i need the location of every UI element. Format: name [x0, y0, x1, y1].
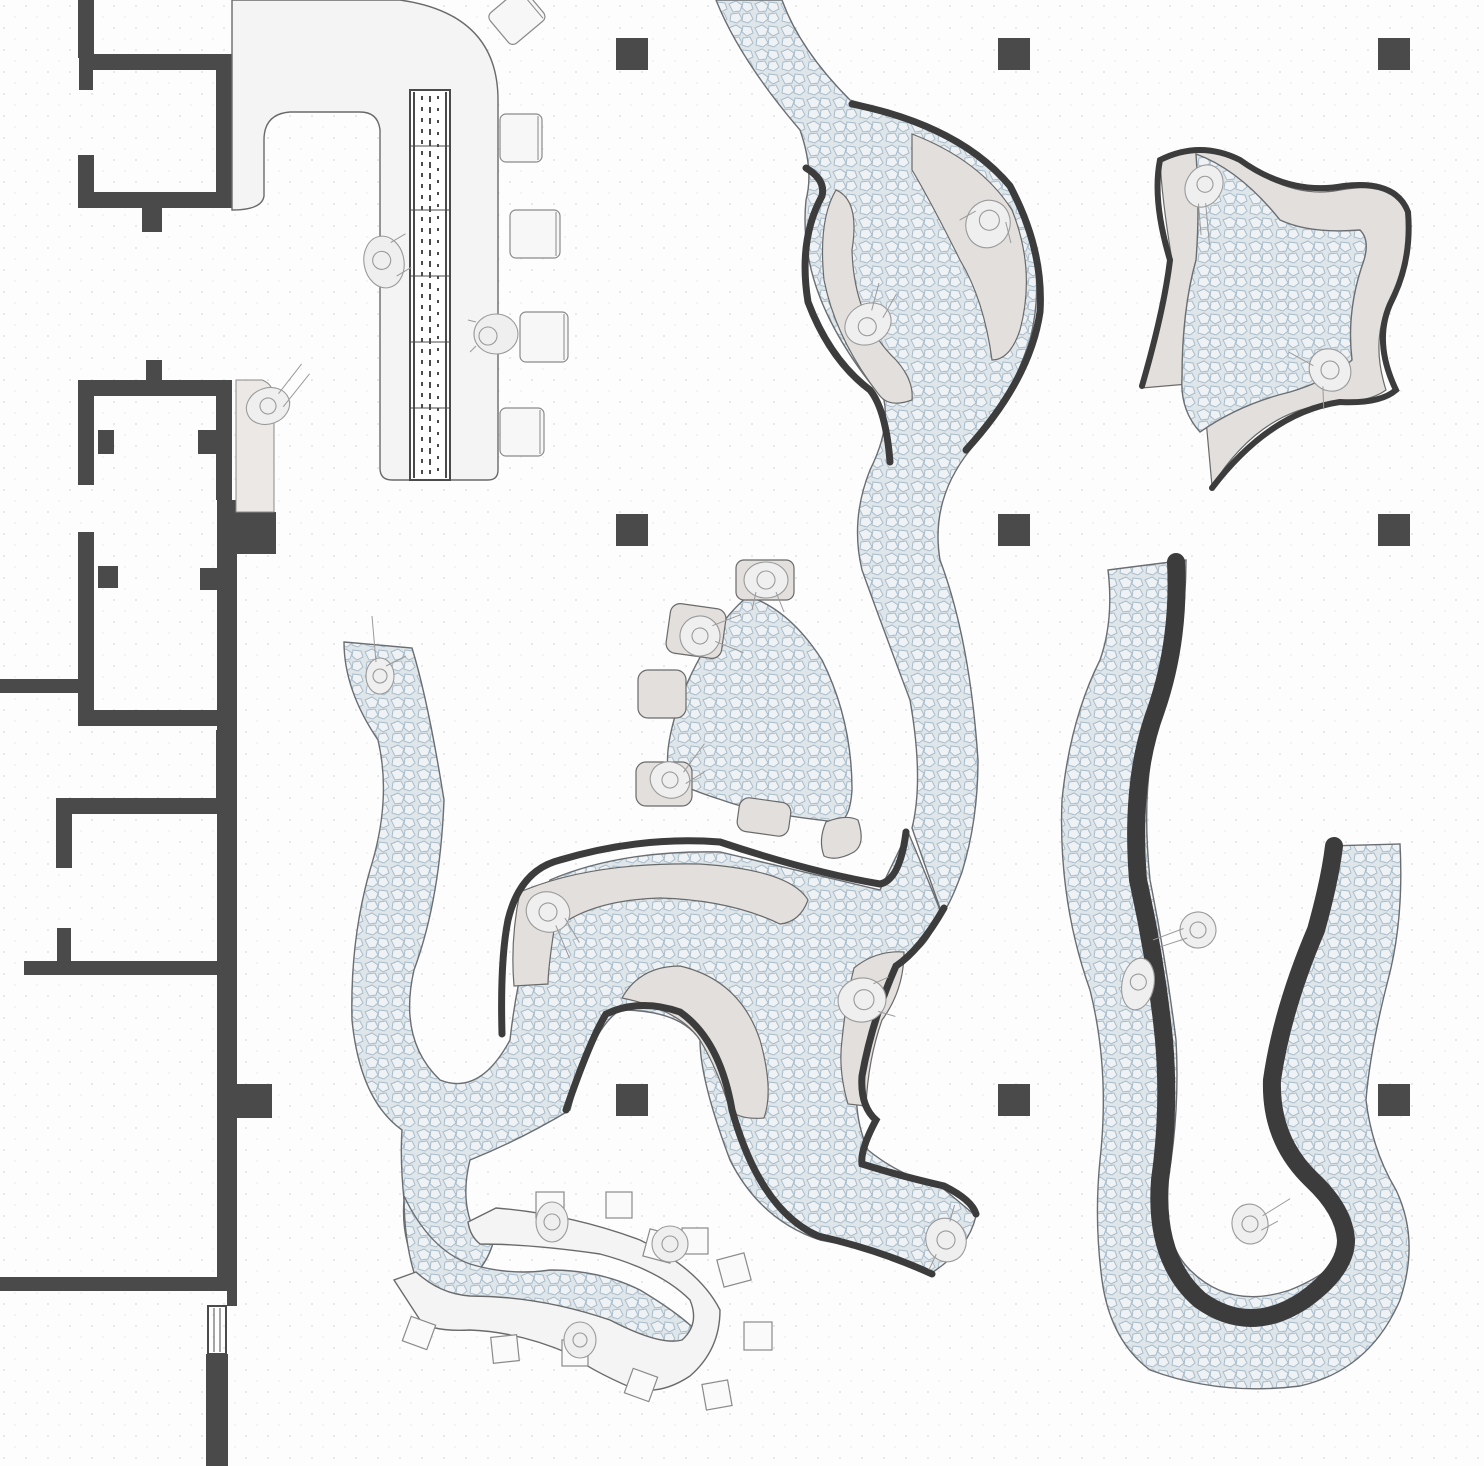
- seat-pad: [637, 669, 687, 719]
- stool-icon: [401, 1315, 437, 1351]
- seat-pad: [736, 797, 792, 837]
- shelf-bottles: [410, 92, 450, 478]
- stool-icon: [605, 1191, 633, 1219]
- stool-icon: [701, 1379, 733, 1411]
- stool-icon: [743, 1321, 773, 1351]
- column-icon: [616, 514, 648, 546]
- person-icon: [535, 1201, 569, 1243]
- seat-pad: [512, 863, 809, 987]
- person-icon: [679, 614, 744, 657]
- winding-path-north: [715, 0, 1044, 916]
- people: [245, 164, 1352, 1359]
- stool-icon: [499, 407, 545, 457]
- stool-icon: [488, 0, 546, 45]
- column-icon: [616, 38, 648, 70]
- stool-icon: [509, 209, 561, 259]
- columns: [616, 38, 1410, 1116]
- person-icon: [844, 282, 898, 346]
- person-icon: [1184, 164, 1224, 245]
- person-icon: [467, 313, 519, 355]
- person-icon: [365, 615, 407, 695]
- person-icon: [1152, 911, 1217, 949]
- person-icon: [959, 199, 1012, 249]
- column-icon: [998, 38, 1030, 70]
- person-icon: [651, 1225, 689, 1263]
- stool-icon: [519, 311, 569, 363]
- column-icon: [1378, 1084, 1410, 1116]
- person-icon: [1121, 957, 1155, 1011]
- person-icon: [649, 743, 706, 799]
- column-icon: [616, 1084, 648, 1116]
- seat-pad: [821, 189, 913, 404]
- column-icon: [998, 514, 1030, 546]
- column-icon: [998, 1084, 1030, 1116]
- person-icon: [563, 1321, 597, 1359]
- person-icon: [1231, 1198, 1291, 1245]
- winding-path-south: [343, 641, 980, 1291]
- person-icon: [837, 976, 896, 1023]
- person-icon: [925, 1204, 967, 1270]
- bar-stools: [488, 0, 569, 457]
- bar-counter: [231, 0, 569, 481]
- stool-icon: [490, 1334, 520, 1364]
- stool-icon: [499, 113, 543, 163]
- column-icon: [1378, 38, 1410, 70]
- person-icon: [1288, 348, 1352, 410]
- seat-pad: [820, 816, 862, 859]
- person-icon: [363, 233, 412, 289]
- person-icon: [525, 891, 580, 959]
- s-shaped-path: [1060, 553, 1410, 1390]
- stool-icon: [716, 1252, 752, 1288]
- seat-pad: [911, 133, 1027, 361]
- stool-icon: [623, 1367, 659, 1403]
- person-icon: [245, 363, 310, 426]
- column-icon: [1378, 514, 1410, 546]
- person-icon: [743, 561, 789, 613]
